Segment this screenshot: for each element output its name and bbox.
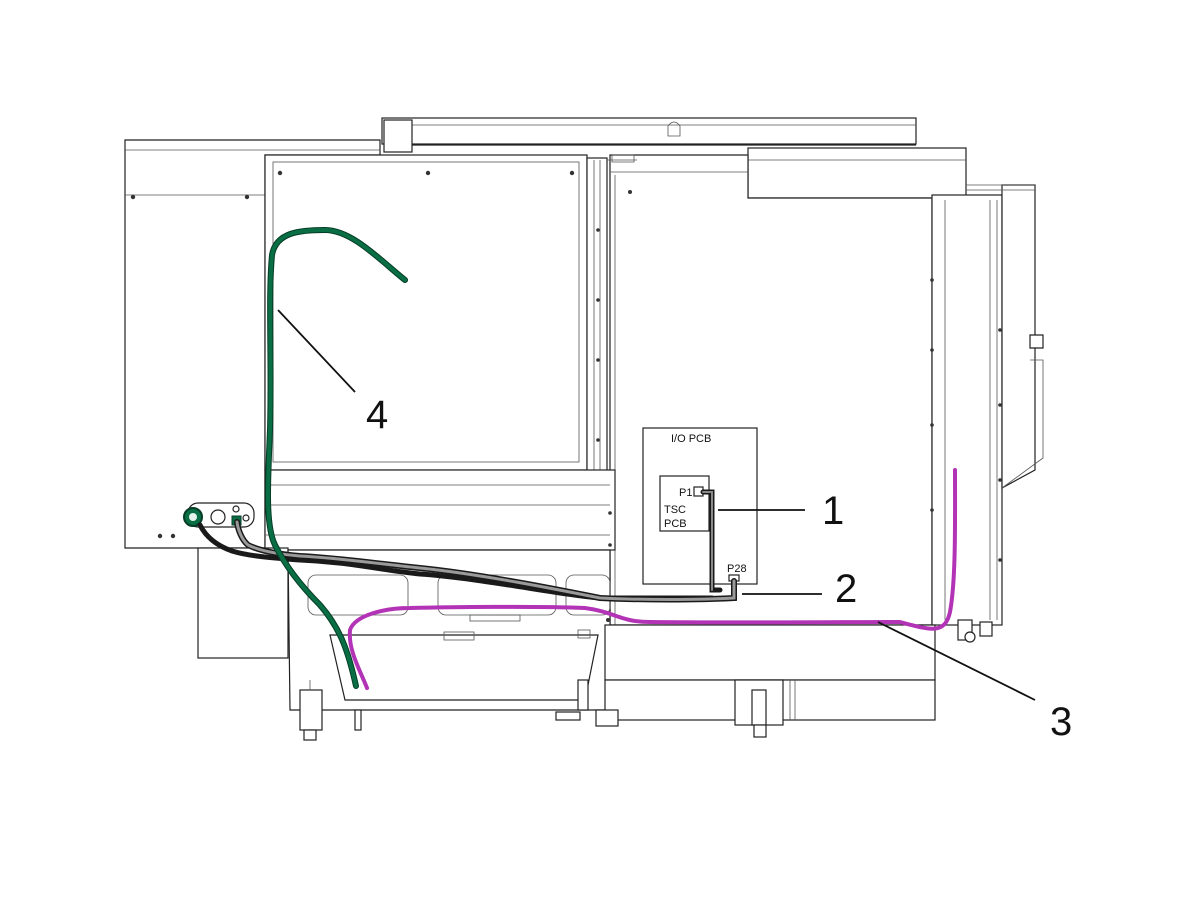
p28-connector-label: P28 <box>727 563 747 575</box>
leveling-foot <box>299 680 323 741</box>
cable-3-magenta <box>347 468 958 690</box>
cable-1-gray-core <box>702 491 713 591</box>
leveling-foot <box>555 679 619 727</box>
cable-4-green <box>265 227 407 688</box>
tsc-pcb: P1 TSC PCB <box>659 475 710 532</box>
leveling-foot <box>734 679 784 738</box>
leveling-foot <box>957 619 993 643</box>
callout-3: 3 <box>1050 700 1072 744</box>
leader-line-4 <box>277 309 356 393</box>
callout-4: 4 <box>366 393 388 437</box>
cable-2-black <box>197 522 715 601</box>
callout-1: 1 <box>822 489 844 533</box>
io-pcb-label: I/O PCB <box>671 433 711 445</box>
machine-enclosure <box>124 117 1044 741</box>
callout-2: 2 <box>835 567 857 611</box>
tsc-label-line2: PCB <box>664 518 687 530</box>
bulkhead-connector-plate <box>183 502 255 528</box>
p1-connector-label: P1 <box>679 487 692 499</box>
cable-2-gray-core <box>235 520 736 601</box>
tsc-label-line1: TSC <box>664 504 686 516</box>
leader-line-3 <box>877 621 1036 701</box>
